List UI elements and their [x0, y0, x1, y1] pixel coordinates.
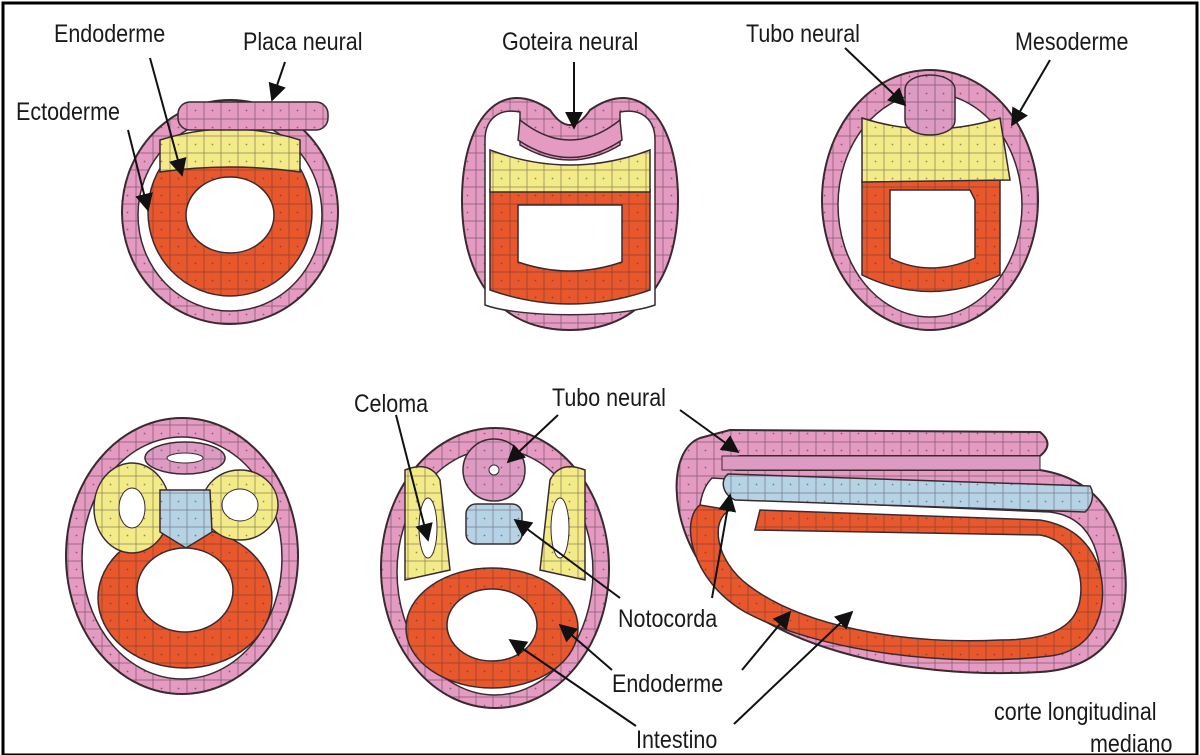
label-placa-neural: Placa neural [243, 30, 363, 55]
stage2-cavity [518, 205, 622, 271]
label-tubo-neural-bottom: Tubo neural [552, 386, 666, 411]
label-intestino: Intestino [636, 728, 717, 753]
label-ectoderme: Ectoderme [16, 100, 120, 125]
label-notocorda: Notocorda [618, 607, 717, 632]
stage-6-longitudinal [677, 430, 1126, 673]
celoma-cavity [419, 498, 437, 558]
stage-4-section [66, 418, 298, 694]
label-mesoderme: Mesoderme [1015, 30, 1129, 55]
arrow-placa-neural [272, 62, 285, 100]
stage-2-neural-groove [462, 98, 678, 330]
label-tubo-neural-top: Tubo neural [746, 22, 860, 47]
label-mediano: mediano [1090, 732, 1172, 755]
label-goteira-neural: Goteira neural [502, 30, 638, 55]
label-corte-longitudinal: corte longitudinal [994, 700, 1157, 725]
stage-1-neural-plate [122, 100, 338, 324]
stage3-cavity [890, 190, 975, 268]
stage-3-neural-tube [822, 70, 1038, 330]
label-endoderme-bottom: Endoderme [612, 672, 723, 697]
stage1-cavity [186, 177, 274, 253]
stage6-neural-tube [722, 456, 1040, 470]
arrow-mesoderme [1012, 60, 1050, 125]
label-endoderme-top: Endoderme [54, 22, 165, 47]
label-celoma: Celoma [354, 392, 428, 417]
stage-5-section [381, 428, 609, 708]
